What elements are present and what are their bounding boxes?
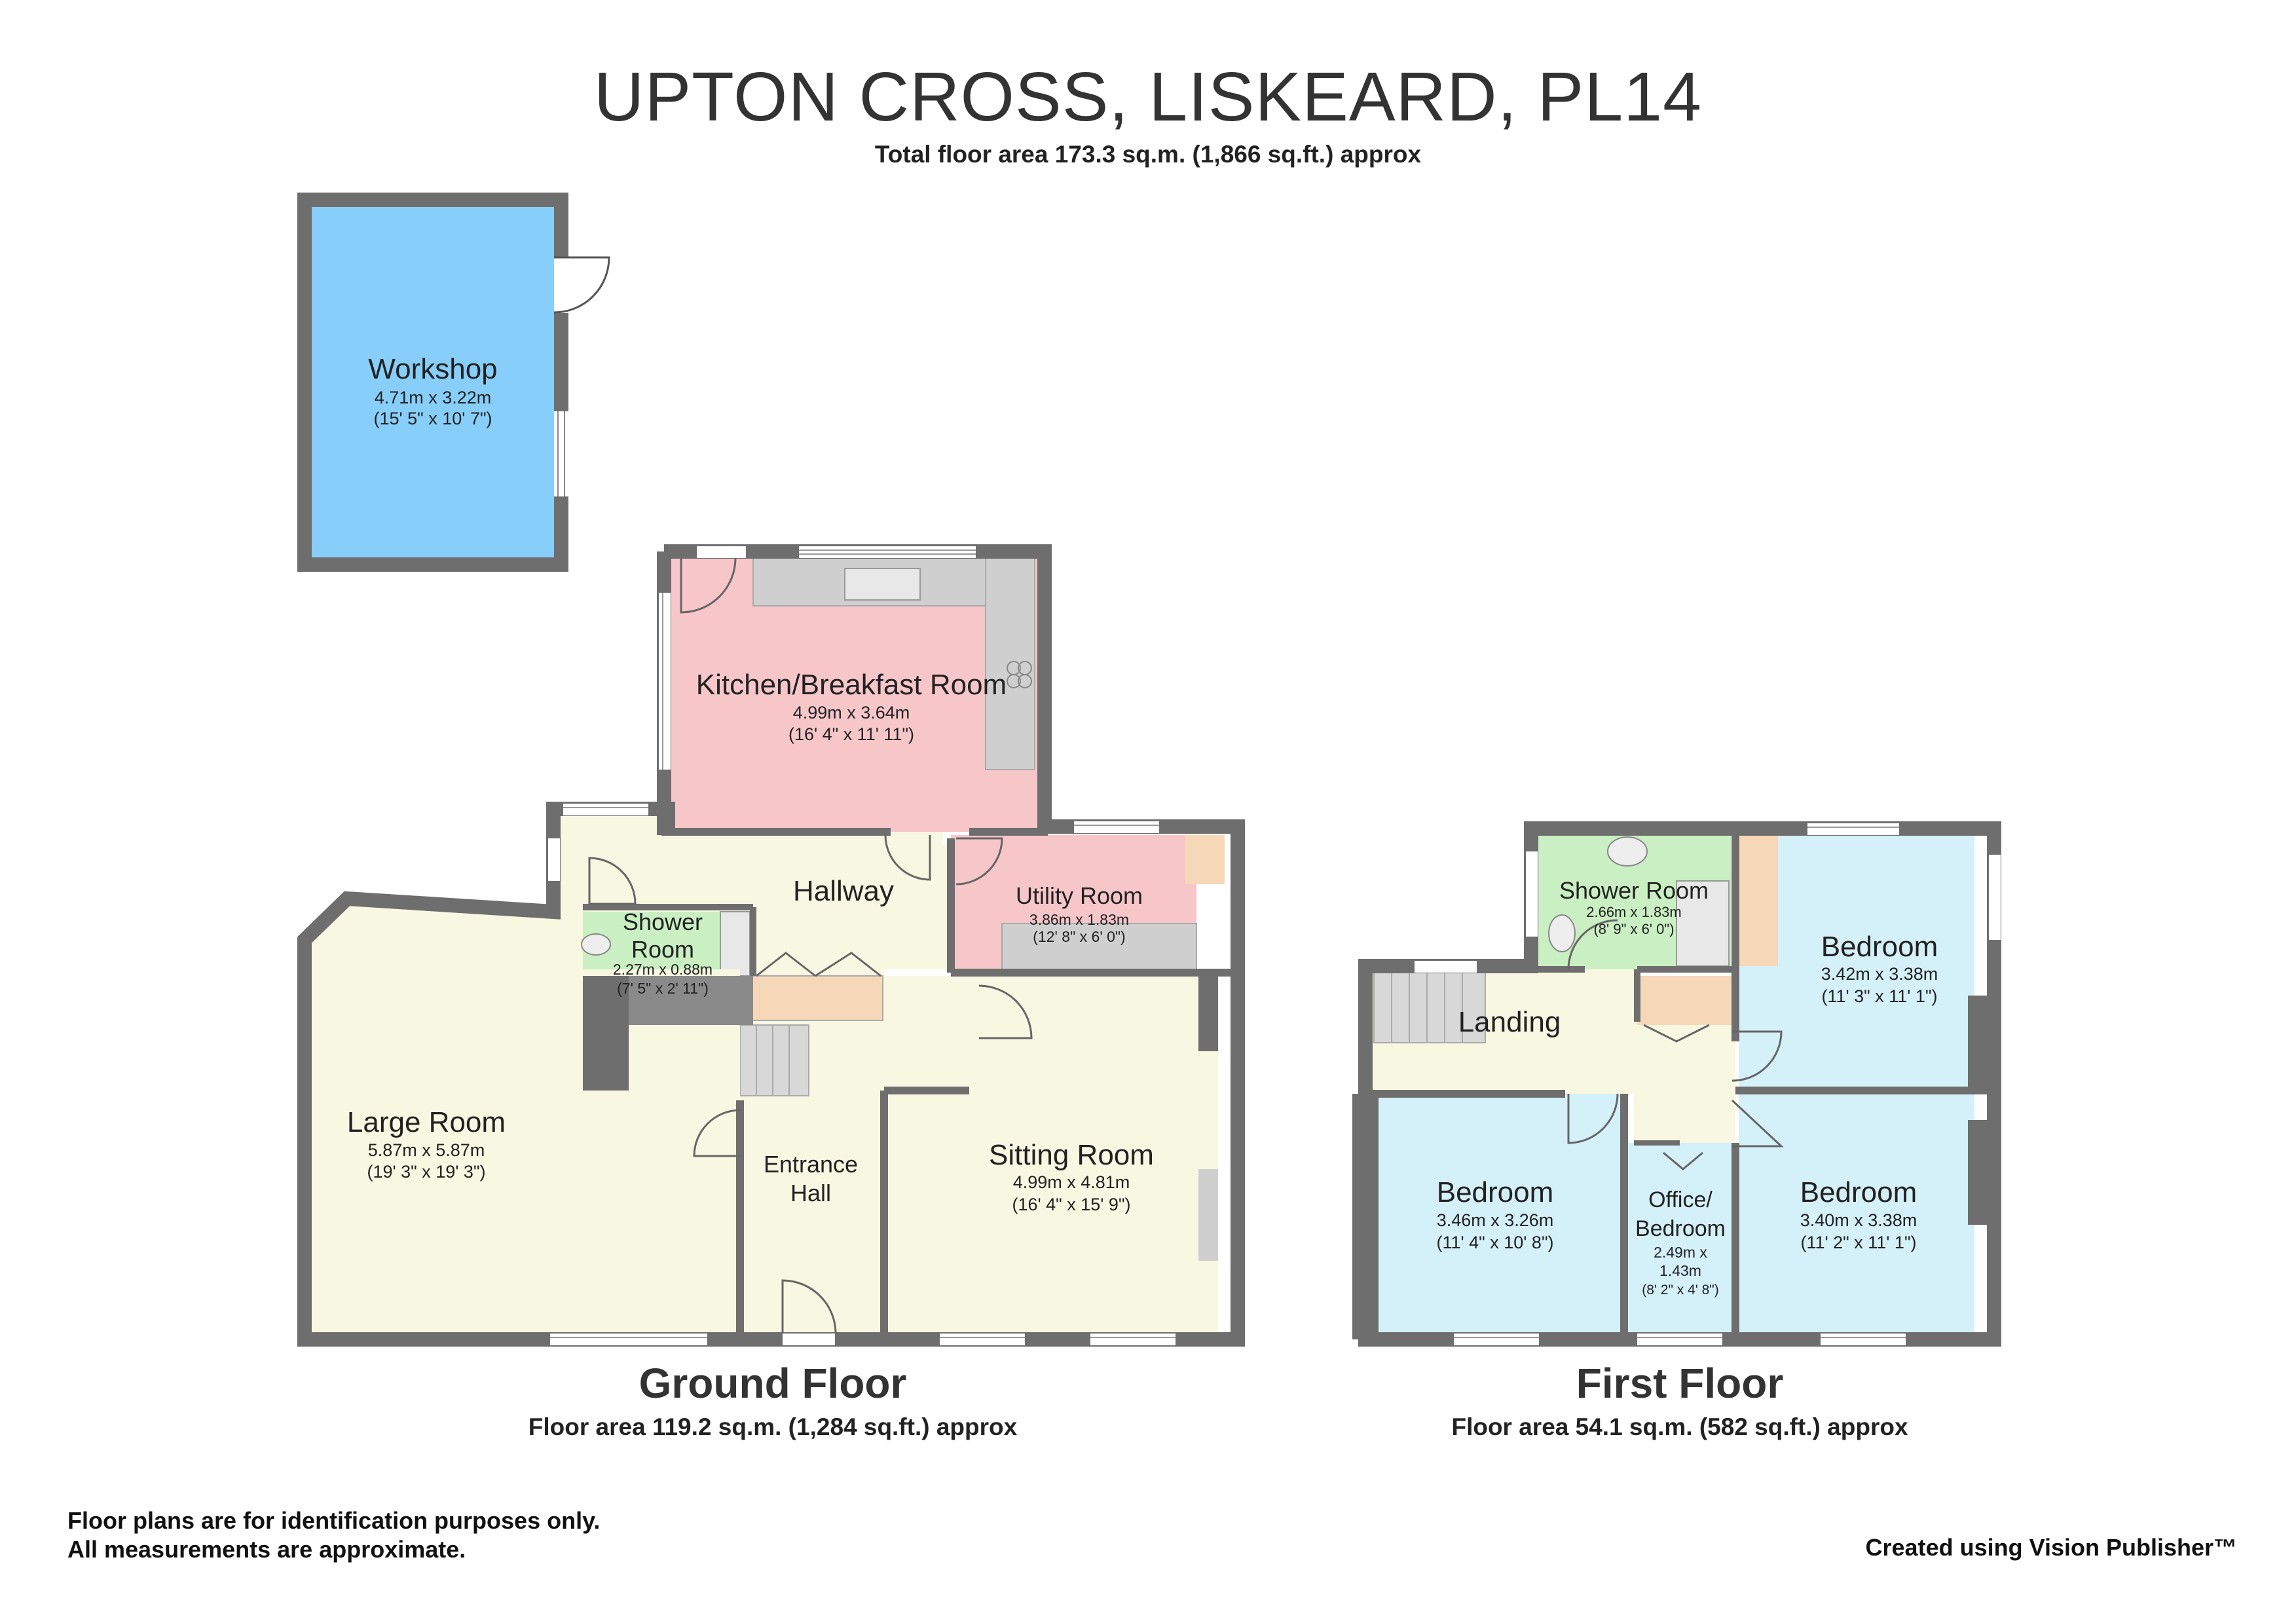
sitting-metric: 4.99m x 4.81m <box>1013 1172 1130 1192</box>
office-metric-2: 1.43m <box>1659 1262 1701 1279</box>
utility-imperial: (12' 8" x 6' 0") <box>1033 928 1125 945</box>
room-labels: Workshop 4.71m x 3.22m (15' 5" x 10' 7")… <box>347 353 1938 1297</box>
ground-floor-label: Ground Floor <box>639 1360 907 1407</box>
ground-shower-name-2: Room <box>631 936 694 963</box>
office-name-1: Office/ <box>1648 1187 1713 1212</box>
bedroom1-metric: 3.42m x 3.38m <box>1821 964 1938 984</box>
office-name-2: Bedroom <box>1635 1216 1726 1241</box>
sitting-name: Sitting Room <box>989 1139 1154 1171</box>
bedroom3-name: Bedroom <box>1800 1176 1917 1208</box>
kitchen-imperial: (16' 4" x 11' 11") <box>788 724 914 744</box>
large-room-imperial: (19' 3" x 19' 3") <box>367 1162 485 1182</box>
ground-floor-plan <box>297 544 1245 1347</box>
bedroom3-imperial: (11' 2" x 11' 1") <box>1800 1233 1916 1252</box>
entrance-name-2: Hall <box>790 1180 831 1206</box>
office-imperial: (8' 2" x 4' 8") <box>1642 1282 1718 1297</box>
sitting-imperial: (16' 4" x 15' 9") <box>1012 1195 1130 1214</box>
bedroom1-imperial: (11' 3" x 11' 1") <box>1821 986 1937 1006</box>
kitchen-name: Kitchen/Breakfast Room <box>696 669 1007 701</box>
software-credit: Created using Vision Publisher™ <box>1865 1534 2237 1561</box>
bedroom2-imperial: (11' 4" x 10' 8") <box>1436 1233 1553 1252</box>
first-shower-imperial: (8' 9" x 6' 0") <box>1593 921 1674 937</box>
total-floor-area: Total floor area 173.3 sq.m. (1,866 sq.f… <box>874 141 1422 168</box>
bedroom1-name: Bedroom <box>1821 931 1938 963</box>
office-metric-1: 2.49m x <box>1654 1244 1707 1261</box>
utility-name: Utility Room <box>1016 882 1143 909</box>
bedroom3-metric: 3.40m x 3.38m <box>1800 1210 1917 1230</box>
disclaimer: Floor plans are for identification purpo… <box>67 1506 600 1564</box>
first-floor-plan <box>1352 821 2001 1347</box>
first-floor-label: First Floor <box>1576 1360 1784 1407</box>
workshop-name: Workshop <box>368 353 497 385</box>
bedroom2-metric: 3.46m x 3.26m <box>1437 1210 1554 1230</box>
large-room-metric: 5.87m x 5.87m <box>368 1140 485 1160</box>
page-title: UPTON CROSS, LISKEARD, PL14 <box>593 58 1703 136</box>
entrance-name-1: Entrance <box>764 1151 858 1178</box>
utility-metric: 3.86m x 1.83m <box>1029 911 1129 928</box>
first-shower-metric: 2.66m x 1.83m <box>1586 904 1682 920</box>
workshop-imperial: (15' 5" x 10' 7") <box>373 409 492 428</box>
first-shower-name: Shower Room <box>1559 877 1709 904</box>
ground-shower-metric: 2.27m x 0.88m <box>613 961 713 978</box>
disclaimer-line-2: All measurements are approximate. <box>67 1536 466 1563</box>
bedroom2-name: Bedroom <box>1437 1176 1554 1208</box>
ground-shower-imperial: (7' 5" x 2' 11") <box>617 980 709 997</box>
landing-name: Landing <box>1458 1006 1561 1038</box>
ground-shower-name-1: Shower <box>623 908 703 935</box>
ground-floor-area: Floor area 119.2 sq.m. (1,284 sq.ft.) ap… <box>528 1413 1018 1440</box>
workshop-metric: 4.71m x 3.22m <box>375 388 492 407</box>
kitchen-metric: 4.99m x 3.64m <box>793 703 910 722</box>
disclaimer-line-1: Floor plans are for identification purpo… <box>67 1507 601 1534</box>
hallway-name: Hallway <box>793 875 894 907</box>
first-floor-area: Floor area 54.1 sq.m. (582 sq.ft.) appro… <box>1451 1413 1908 1440</box>
workshop-outbuilding <box>297 193 610 572</box>
large-room-name: Large Room <box>347 1106 506 1138</box>
